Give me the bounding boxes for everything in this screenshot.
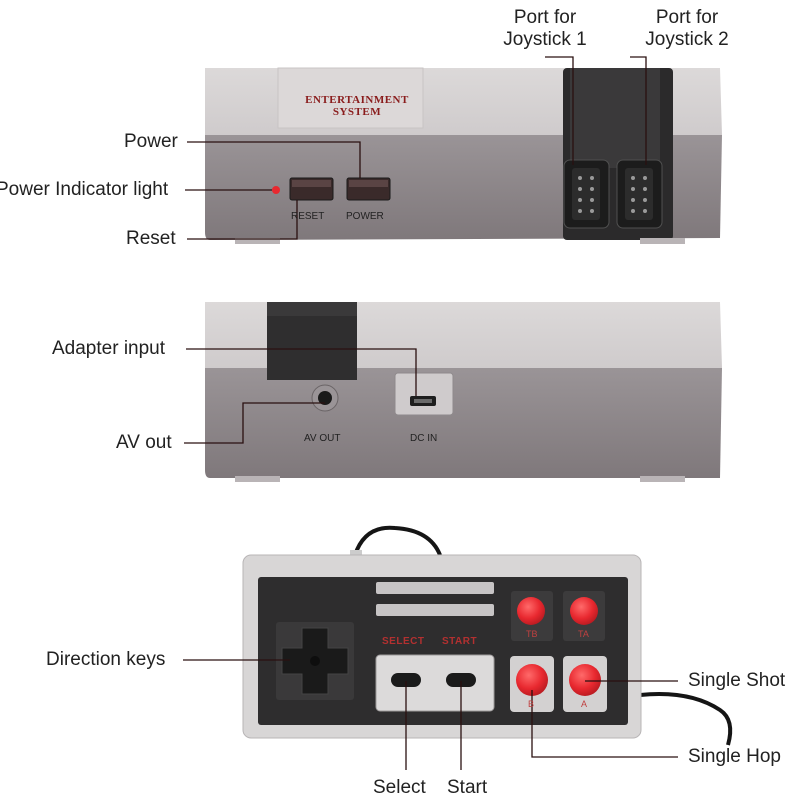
direction-pad — [276, 622, 354, 700]
start-text: START — [442, 636, 478, 647]
console-rear-view — [205, 302, 722, 482]
av-out-text: AV OUT — [304, 433, 341, 444]
reset-text: RESET — [291, 211, 325, 222]
label-av-out: AV out — [116, 432, 172, 453]
joystick-port-2 — [616, 159, 663, 229]
console-front-view — [205, 67, 722, 244]
select-text: SELECT — [382, 636, 425, 647]
leader-lines — [183, 56, 678, 770]
tb-text: TB — [526, 629, 538, 639]
label-single-shot: Single Shot — [688, 670, 786, 691]
a-button — [569, 664, 601, 696]
label-port-2-line-2: Joystick 2 — [645, 29, 729, 50]
b-button — [516, 664, 548, 696]
console-stamp: ENTERTAINMENT SYSTEM — [292, 94, 422, 118]
label-port-1-line-1: Port for — [513, 7, 577, 28]
label-reset: Reset — [126, 228, 176, 249]
joystick-port-1 — [563, 159, 610, 229]
controller-image — [242, 525, 733, 746]
stamp-line-2: SYSTEM — [332, 106, 382, 118]
label-port-1: Port for Joystick 1 — [490, 7, 600, 51]
ta-button — [570, 597, 598, 625]
start-button — [446, 673, 476, 687]
label-direction-keys: Direction keys — [46, 649, 166, 670]
label-select: Select — [373, 777, 426, 798]
b-text: B — [528, 699, 535, 709]
label-power: Power — [124, 131, 178, 152]
tb-button — [517, 597, 545, 625]
power-text: POWER — [346, 211, 384, 222]
label-port-2: Port for Joystick 2 — [632, 7, 742, 51]
dc-in-text: DC IN — [410, 433, 438, 444]
label-port-2-line-1: Port for — [655, 7, 719, 28]
label-port-1-line-2: Joystick 1 — [503, 29, 587, 50]
stamp-line-1: ENTERTAINMENT — [305, 94, 409, 106]
label-adapter-input: Adapter input — [52, 338, 166, 359]
label-start: Start — [447, 777, 488, 798]
label-single-hop: Single Hop — [688, 746, 781, 767]
label-power-indicator: Power Indicator light — [0, 179, 169, 200]
power-indicator-led — [272, 186, 280, 194]
select-button — [391, 673, 421, 687]
ta-text: TA — [578, 629, 589, 639]
a-text: A — [581, 699, 588, 709]
